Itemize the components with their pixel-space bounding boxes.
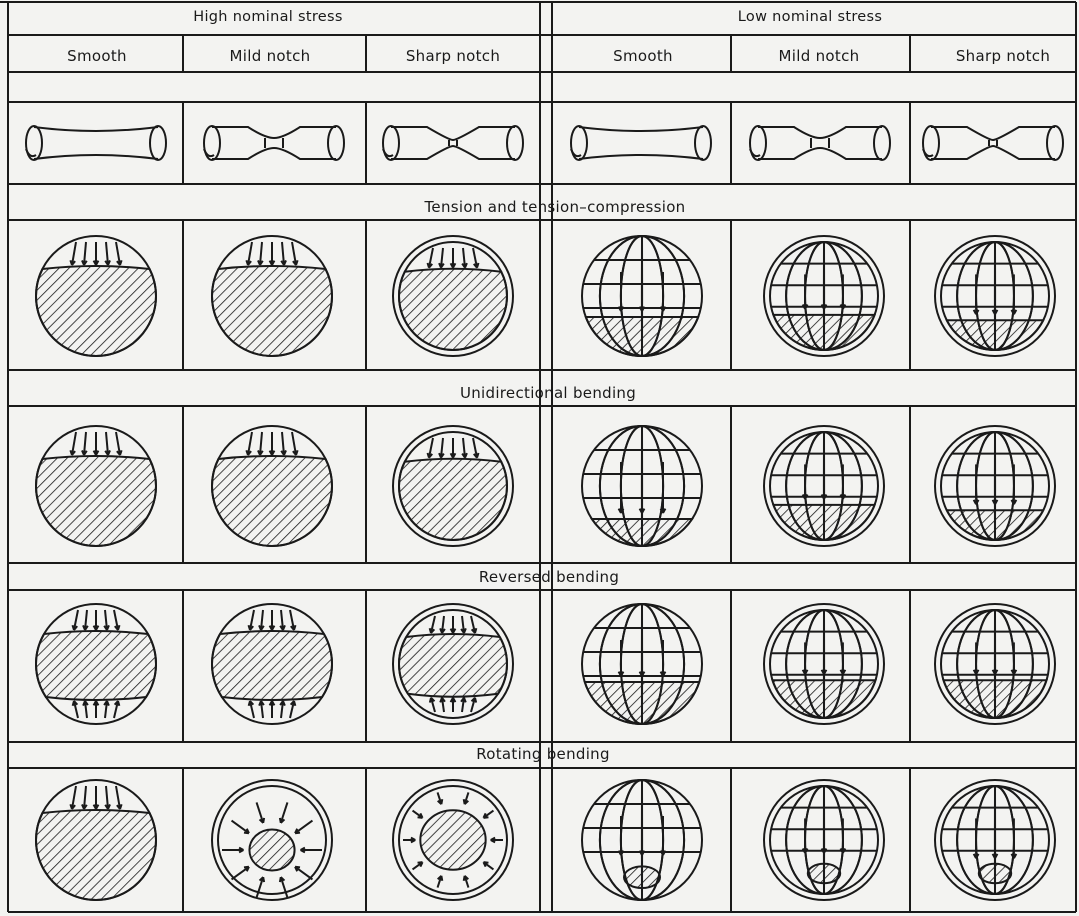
fracture-surface-icon — [582, 780, 702, 900]
section-title-reversed-bending: Reversed bending — [479, 568, 619, 586]
fracture-surface-icon — [764, 780, 884, 900]
specimen-smooth-icon — [26, 126, 166, 160]
fracture-surface-icon — [764, 236, 884, 356]
specimen-sharp-notch-icon — [383, 126, 523, 160]
fracture-surface-icon — [764, 426, 884, 546]
specimen-row — [26, 126, 1063, 160]
fracture-surface-icon — [212, 426, 332, 546]
fracture-surface-icon — [582, 604, 702, 724]
fracture-surface-icon — [935, 604, 1055, 724]
fracture-surface-icon — [935, 780, 1055, 900]
fracture-surface-icon — [36, 236, 156, 356]
group-label-low-stress: Low nominal stress — [738, 9, 882, 25]
fracture-surface-icon — [764, 604, 884, 724]
fracture-surface-icon — [212, 236, 332, 356]
fracture-surface-icon — [212, 780, 332, 900]
fracture-surface-icon — [212, 604, 332, 724]
section-title-rotating-bending: Rotating bending — [476, 745, 610, 763]
fracture-surface-icon — [393, 426, 513, 546]
fracture-surface-icon — [36, 604, 156, 724]
column-header-smooth-high: Smooth — [67, 47, 127, 65]
column-header-mild-notch-high: Mild notch — [230, 47, 311, 65]
fracture-surface-icon — [582, 426, 702, 546]
fracture-surface-icon — [36, 780, 156, 900]
fracture-surface-icon — [935, 426, 1055, 546]
column-header-sharp-notch-low: Sharp notch — [956, 47, 1050, 65]
fracture-surface-icon — [393, 780, 513, 900]
fracture-surface-icon — [582, 236, 702, 356]
specimen-mild-notch-icon — [750, 126, 890, 160]
section-title-tension: Tension and tension–compression — [425, 198, 686, 216]
fracture-surface-icon — [393, 236, 513, 356]
specimen-smooth-icon — [571, 126, 711, 160]
column-header-sharp-notch-high: Sharp notch — [406, 47, 500, 65]
fracture-surface-icon — [36, 426, 156, 546]
group-label-high-stress: High nominal stress — [193, 9, 342, 25]
column-header-smooth-low: Smooth — [613, 47, 673, 65]
section-title-unidirectional-bending: Unidirectional bending — [460, 384, 636, 402]
fracture-surface-icon — [935, 236, 1055, 356]
fracture-surface-icon — [393, 604, 513, 724]
column-header-mild-notch-low: Mild notch — [779, 47, 860, 65]
specimen-mild-notch-icon — [204, 126, 344, 160]
specimen-sharp-notch-icon — [923, 126, 1063, 160]
